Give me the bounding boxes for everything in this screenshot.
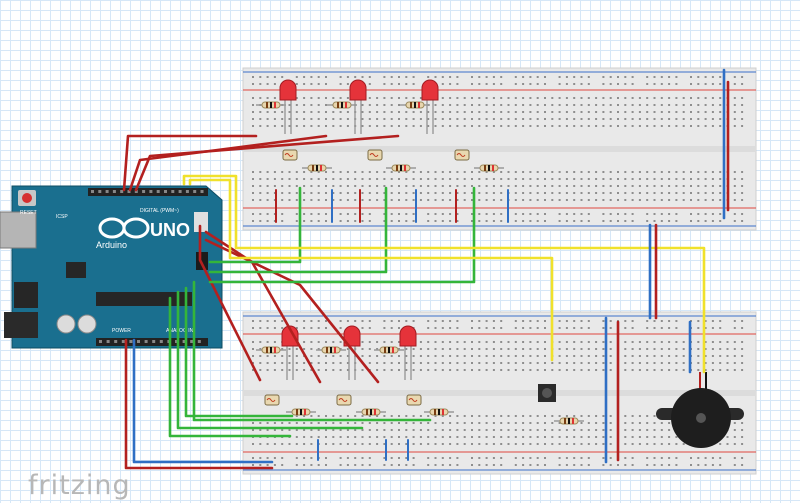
resistor-bottom-led-1	[256, 346, 286, 354]
center-channel	[243, 390, 756, 396]
wire-green-ldr2	[208, 186, 388, 274]
atmega-chip	[96, 292, 192, 306]
wire-green-bottom-ldr1	[184, 286, 294, 418]
photoresistor-body	[264, 394, 280, 406]
icsp-label: ICSP	[56, 214, 68, 220]
photoresistor-body	[454, 149, 470, 161]
led-body	[343, 325, 361, 347]
led-top-2	[349, 79, 367, 134]
photoresistor-bottom-2	[336, 394, 352, 406]
photoresistor-body	[336, 394, 352, 406]
brand-label: Arduino	[96, 240, 127, 250]
power-analog-header	[96, 338, 208, 346]
resistor-top-ldr-3	[474, 164, 504, 172]
power-label: POWER	[112, 328, 131, 334]
resistor-bottom-ldr-2	[356, 408, 386, 416]
fritzing-logo: fritzing	[28, 470, 131, 501]
led-body	[281, 325, 299, 347]
resistor-top-led-3	[400, 101, 430, 109]
resistor-bottom-ldr-3	[424, 408, 454, 416]
power-jack	[4, 312, 38, 338]
wire-red-led3	[134, 134, 400, 192]
resistor-bottom-ldr-1	[286, 408, 316, 416]
wire-green-ldr1	[208, 186, 302, 264]
wires-layer	[122, 68, 730, 470]
digital-label: DIGITAL (PWM~)	[140, 208, 179, 214]
usb-chip	[66, 262, 86, 278]
piezo-buzzer	[656, 372, 744, 448]
reset-button	[22, 193, 32, 203]
breadboard-top	[242, 67, 757, 231]
digital-header	[88, 188, 208, 196]
resistor-top-led-2	[327, 101, 357, 109]
led-top-1	[279, 79, 297, 134]
photoresistor-body	[406, 394, 422, 406]
resistor-bottom-led-2	[316, 346, 346, 354]
wire-red-power	[124, 338, 274, 470]
buzzer-hole	[696, 413, 706, 423]
wire-green-bottom-ldr4	[192, 280, 432, 422]
led-bottom-2	[343, 325, 361, 380]
photoresistor-bottom-1	[264, 394, 280, 406]
model-label: UNO	[150, 220, 190, 240]
breadboard-layer	[242, 67, 757, 475]
wire-green-bottom-ldr2	[176, 290, 364, 430]
led-bottom-3	[399, 325, 417, 380]
photoresistor-top-3	[454, 149, 470, 161]
wire-red-led1	[122, 134, 258, 192]
arduino-pcb	[11, 185, 223, 349]
wire-yellow-button	[188, 178, 554, 362]
wire-red-bottom-led3	[198, 224, 262, 382]
wire-red-bottom-led2	[204, 238, 380, 384]
icsp-header	[194, 212, 208, 232]
photoresistor-top-1	[282, 149, 298, 161]
led-block	[196, 252, 208, 270]
wire-yellow-buzzer	[182, 174, 706, 374]
photoresistor-top-2	[367, 149, 383, 161]
center-channel	[243, 146, 756, 152]
led-body	[279, 79, 297, 101]
pushbutton-cap	[542, 388, 552, 398]
wire-blue-ground	[132, 338, 274, 464]
led-bottom-1	[281, 325, 299, 380]
photoresistor-body	[282, 149, 298, 161]
wire-green-ldr3	[208, 186, 476, 284]
led-body	[421, 79, 439, 101]
resistor-top-led-1	[256, 101, 286, 109]
hole-grid	[252, 76, 744, 222]
wire-red-led2	[128, 134, 328, 192]
resistor-button	[554, 417, 584, 425]
led-top-3	[421, 79, 439, 134]
reset-label: RESET	[20, 210, 37, 216]
components-layer	[256, 79, 744, 448]
regulator	[14, 282, 38, 308]
analog-label: ANALOG IN	[166, 328, 194, 334]
breadboard-bottom	[242, 311, 757, 475]
resistor-top-ldr-2	[386, 164, 416, 172]
capacitor	[77, 314, 97, 334]
resistor-bottom-led-3	[374, 346, 404, 354]
usb-port	[0, 211, 37, 249]
photoresistor-bottom-3	[406, 394, 422, 406]
pushbutton	[538, 384, 556, 402]
led-body	[399, 325, 417, 347]
wire-green-bottom-ldr3	[168, 296, 292, 438]
resistor-top-ldr-1	[302, 164, 332, 172]
photoresistor-body	[367, 149, 383, 161]
capacitor	[56, 314, 76, 334]
led-body	[349, 79, 367, 101]
